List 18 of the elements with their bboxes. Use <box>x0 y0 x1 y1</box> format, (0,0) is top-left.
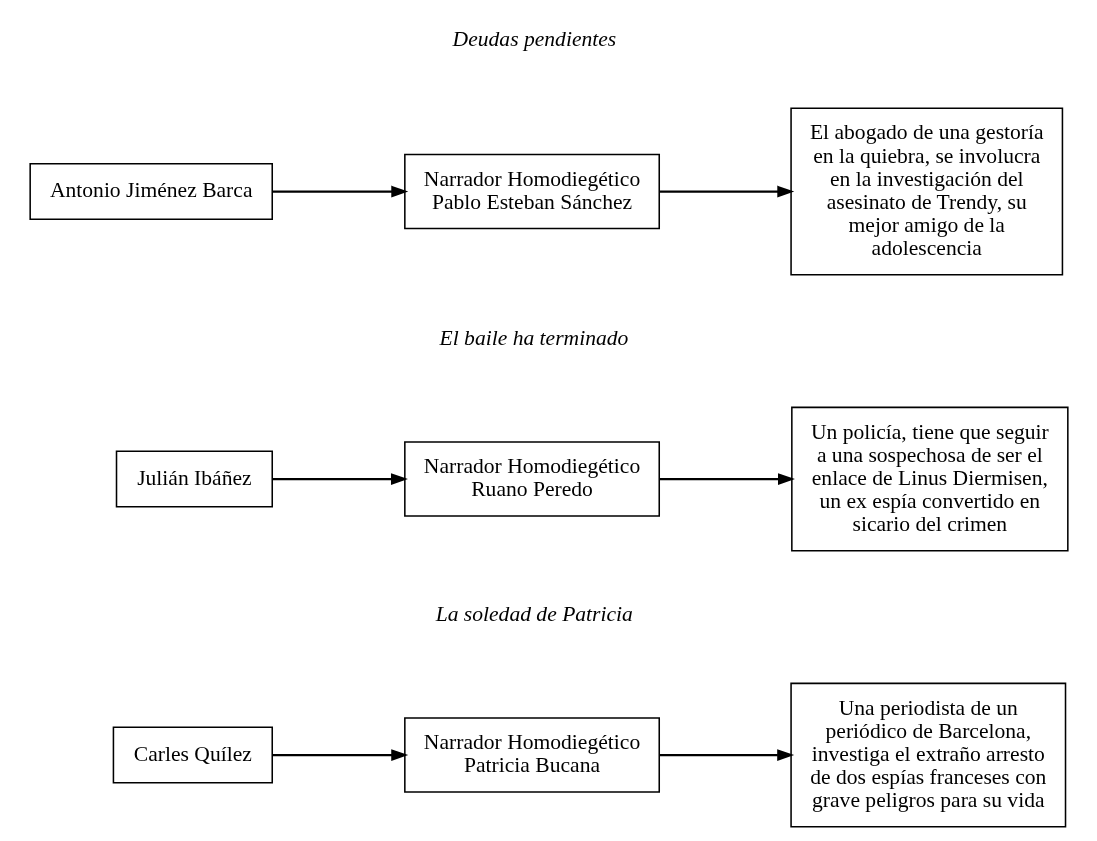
arrow <box>271 185 408 198</box>
arrow <box>658 749 794 762</box>
node-box: Antonio Jiménez Barca <box>28 163 273 221</box>
node-box: Julián Ibáñez <box>115 450 273 508</box>
node-box: Narrador Homodiegético Ruano Peredo <box>403 441 660 517</box>
node-box: Un policía, tiene que seguir a una sospechosa de ser el enlace de Linus Diermisen, un ex espía convertido en sicario del crimen <box>790 406 1069 552</box>
arrow <box>271 749 408 762</box>
node-box: Carles Quílez <box>112 726 273 784</box>
arrow <box>272 473 408 486</box>
label: La soledad de Patricia <box>435 602 633 627</box>
label: Deudas pendientes <box>452 27 616 52</box>
node-box: El abogado de una gestoría en la quiebra, se involucra en la investigación del asesinato de Trendy, su mejor amigo de la adolescencia <box>789 107 1063 276</box>
arrow <box>658 473 795 486</box>
node-box: Una periodista de un periódico de Barcelona, investiga el extraño arresto de dos espías franceses con grave peligros para su vida <box>789 682 1066 828</box>
arrow <box>659 185 794 198</box>
label: El baile ha terminado <box>439 326 628 351</box>
node-box: Narrador Homodiegético Pablo Esteban Sánchez <box>403 153 660 230</box>
node-box: Narrador Homodiegético Patricia Bucana <box>403 717 660 793</box>
